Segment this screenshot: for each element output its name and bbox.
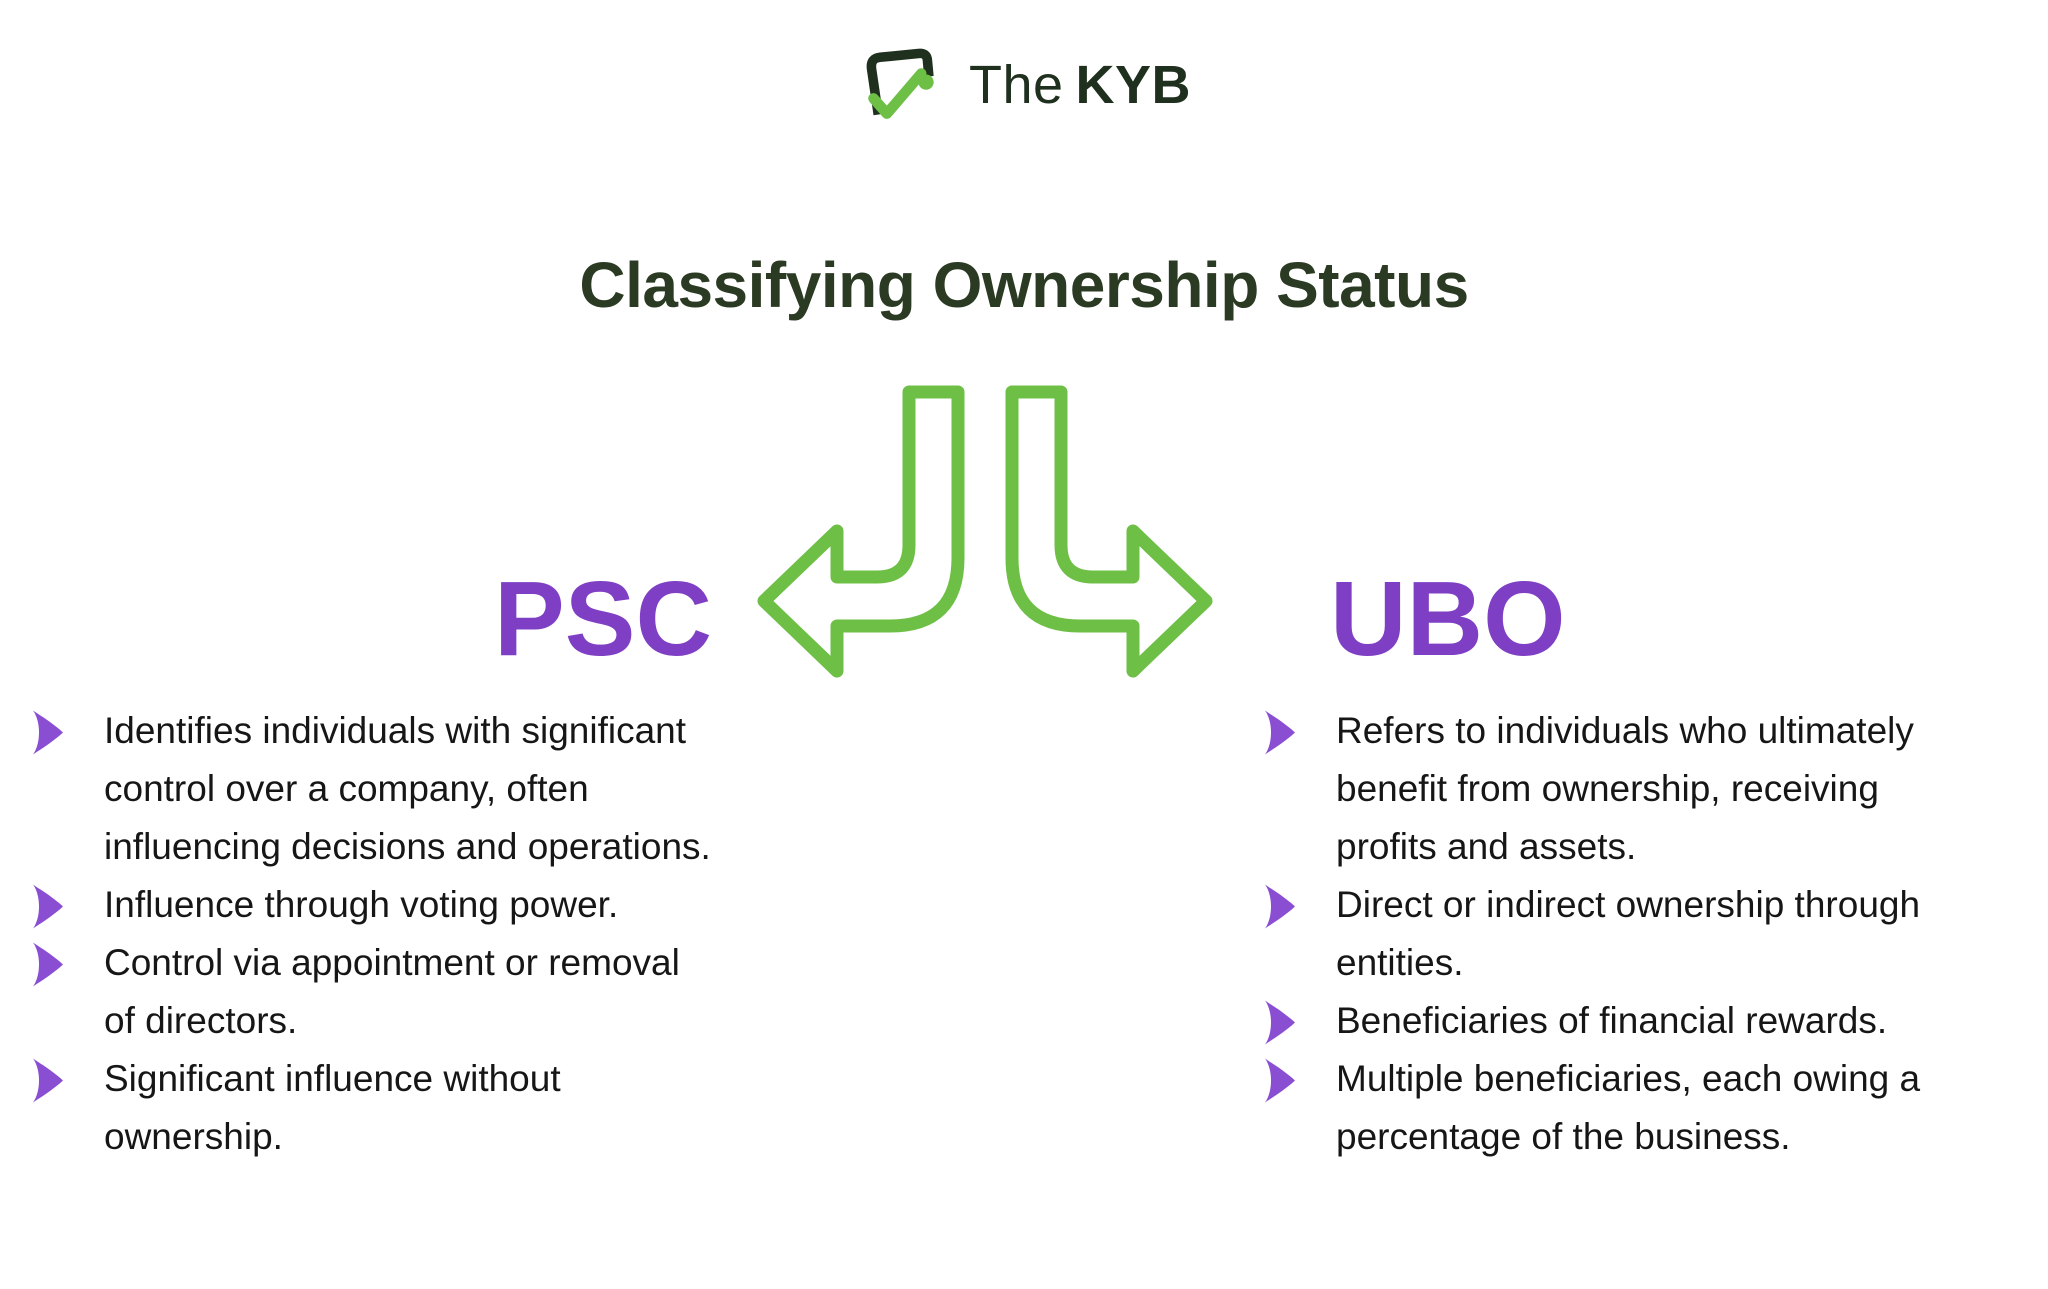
- list-item: Significant influence without ownership.: [30, 1050, 760, 1166]
- list-item-line: profits and assets.: [1336, 826, 1637, 867]
- brand-logo: The KYB: [0, 42, 2048, 128]
- list-item: Influence through voting power.: [30, 876, 760, 934]
- arrowhead-bullet-icon: [1265, 1058, 1295, 1103]
- list-item-line: Multiple beneficiaries, each owing a: [1336, 1058, 1921, 1099]
- ubo-bullet-list: Refers to individuals who ultimately bene…: [1262, 702, 2032, 1166]
- list-item-line: ownership.: [104, 1116, 283, 1157]
- checkbox-checkmark-icon: [866, 48, 934, 119]
- arrow-left: [757, 385, 965, 678]
- arrowhead-bullet-icon: [1265, 884, 1295, 929]
- list-item-line: influencing decisions and operations.: [104, 826, 711, 867]
- list-item-text: Multiple beneficiaries, each owing a perc…: [1336, 1050, 1920, 1166]
- arrowhead-bullet-icon: [33, 1058, 63, 1103]
- list-item-line: control over a company, often: [104, 768, 589, 809]
- list-item-line: Control via appointment or removal: [104, 942, 680, 983]
- list-item: Beneficiaries of financial rewards.: [1262, 992, 2032, 1050]
- list-item: Refers to individuals who ultimately bene…: [1262, 702, 2032, 876]
- list-item-line: Significant influence without: [104, 1058, 561, 1099]
- list-item-line: percentage of the business.: [1336, 1116, 1791, 1157]
- arrow-right: [1005, 385, 1213, 678]
- list-item-text: Control via appointment or removal of dir…: [104, 934, 680, 1050]
- list-item-line: Identifies individuals with significant: [104, 710, 687, 751]
- arrowhead-bullet-icon: [33, 710, 63, 755]
- list-item-line: entities.: [1336, 942, 1464, 983]
- list-item-line: benefit from ownership, receiving: [1336, 768, 1879, 809]
- list-item: Direct or indirect ownership through enti…: [1262, 876, 2032, 992]
- brand-name-regular: The: [968, 55, 1064, 115]
- brand-name-bold: KYB: [1075, 55, 1192, 115]
- list-item-text: Significant influence without ownership.: [104, 1050, 561, 1166]
- list-item: Multiple beneficiaries, each owing a perc…: [1262, 1050, 2032, 1166]
- split-arrows-icon: [757, 385, 1213, 678]
- list-item-text: Influence through voting power.: [104, 876, 618, 934]
- arrowhead-bullet-icon: [33, 942, 63, 987]
- list-item: Identifies individuals with significant c…: [30, 702, 760, 876]
- list-item-text: Direct or indirect ownership through enti…: [1336, 876, 1920, 992]
- ubo-heading: UBO: [1330, 560, 1566, 678]
- arrowhead-bullet-icon: [33, 884, 63, 929]
- psc-bullet-list: Identifies individuals with significant c…: [30, 702, 760, 1166]
- list-item: Control via appointment or removal of dir…: [30, 934, 760, 1050]
- arrowhead-bullet-icon: [1265, 1000, 1295, 1045]
- list-item-line: Refers to individuals who ultimately: [1336, 710, 1914, 751]
- list-item-text: Refers to individuals who ultimately bene…: [1336, 702, 1914, 876]
- list-item-line: Beneficiaries of financial rewards.: [1336, 1000, 1888, 1041]
- arrowhead-bullet-icon: [1265, 710, 1295, 755]
- list-item-line: of directors.: [104, 1000, 298, 1041]
- psc-heading: PSC: [494, 560, 712, 678]
- list-item-line: Direct or indirect ownership through: [1336, 884, 1921, 925]
- page-title: Classifying Ownership Status: [579, 249, 1469, 321]
- list-item-text: Beneficiaries of financial rewards.: [1336, 992, 1887, 1050]
- list-item-text: Identifies individuals with significant c…: [104, 702, 711, 876]
- brand-name: The KYB: [969, 54, 1191, 116]
- list-item-line: Influence through voting power.: [104, 884, 619, 925]
